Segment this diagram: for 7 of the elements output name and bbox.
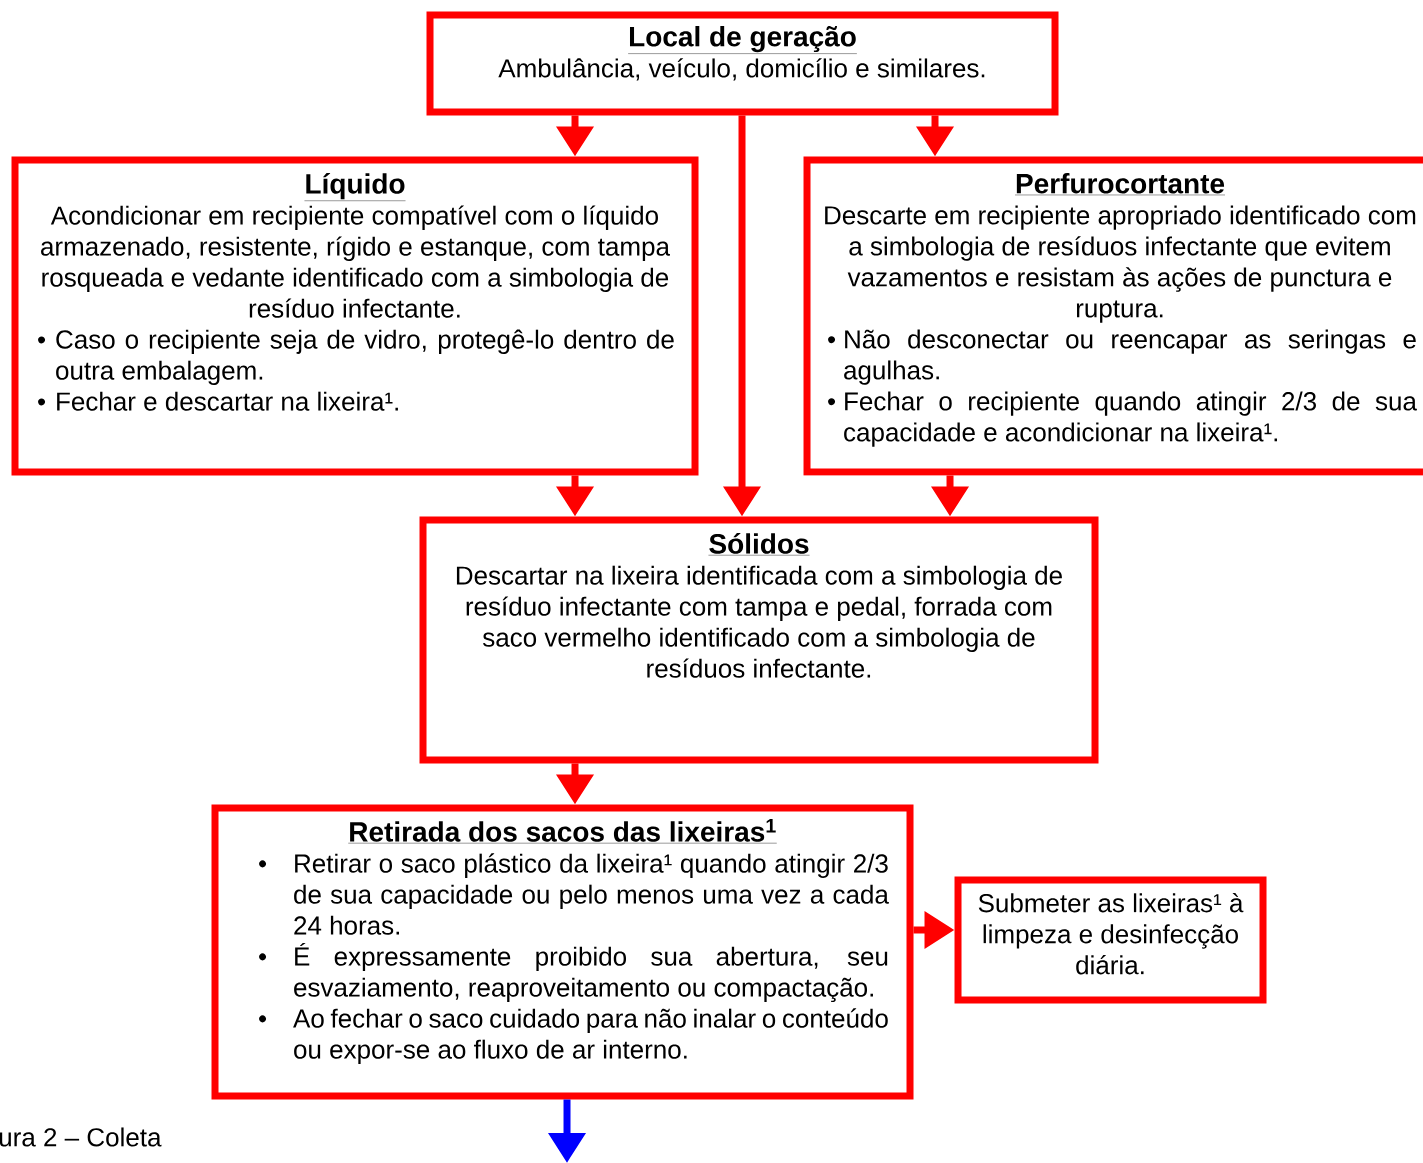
process-box: Líquido Acondicionar em recipiente compatível com o líquido armazenado, resistente, rígido e estanque, com tampa rosqueada e vedante identificado com a simbologia de resíduo infectante. • Caso o recipiente seja de vidro, protegê-lo dentro de outra embalagem. • Fechar e descartar na lixeira¹. <box>11 156 699 476</box>
caption: ura 2 – Coleta <box>0 1127 162 1147</box>
process-box: Local de geração Ambulância, veículo, domicílio e similares. <box>426 11 1059 116</box>
process-box: Perfurocortante Descarte em recipiente apropriado identificado com a simbologia de resíduos infectante que evitem vazamentos e resistam às ações de punctura e ruptura. • Não desconectar ou reencapar as seringas e agulhas. • Fechar o recipiente quando atingir 2/3 de sua capacidade e acondicionar na lixeira¹. <box>803 156 1423 476</box>
process-box: Submeter as lixeiras¹ à limpeza e desinfecção diária. <box>954 876 1267 1004</box>
process-box: Retirada dos sacos das lixeiras$^{1}$ • Retirar o saco plástico da lixeira¹ quando atingir 2/3 de sua capacidade ou pelo menos uma vez a cada 24 horas. • É expressamente proibido sua abertura, seu esvaziamento, reaproveitamento ou compactação. • Ao fechar o saco cuidado para não inalar o conteúdo ou expor-se ao fluxo de ar interno. <box>211 804 914 1100</box>
process-box: Sólidos Descartar na lixeira identificada com a simbologia de resíduo infectante com tampa e pedal, forrada com saco vermelho identificado com a simbologia de resíduos infectante. <box>419 516 1099 764</box>
